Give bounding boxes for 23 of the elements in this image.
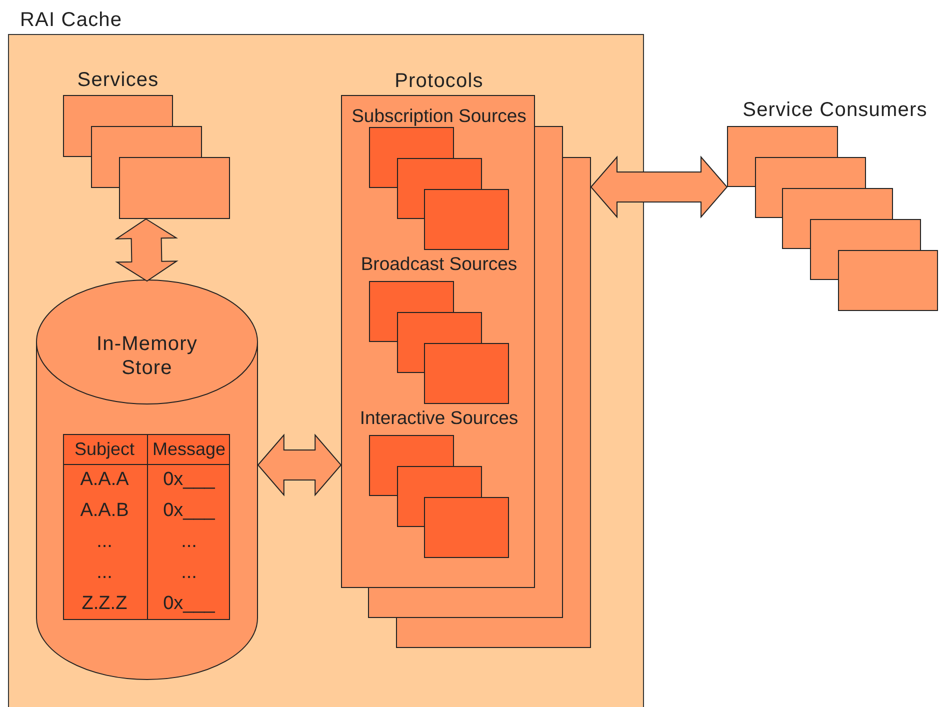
double-arrow bbox=[257, 434, 342, 496]
table-entry: 0x___ bbox=[162, 592, 216, 616]
table-entry: 0x___ bbox=[162, 468, 216, 492]
group-heading: Protocols bbox=[394, 69, 484, 93]
table-entry: ... bbox=[96, 530, 114, 554]
table-entry: A.A.B bbox=[79, 499, 130, 523]
column-header: Subject bbox=[73, 438, 136, 461]
container-title: RAI Cache bbox=[20, 8, 124, 32]
group-heading: Service Consumers bbox=[742, 98, 928, 122]
table-entry: 0x___ bbox=[162, 499, 216, 523]
group-heading: Subscription Sources bbox=[350, 104, 528, 128]
table-entry: ... bbox=[180, 561, 198, 585]
table-entry: ... bbox=[180, 530, 198, 554]
store-label: In-Memory Store bbox=[96, 332, 198, 380]
column-header: Message bbox=[151, 438, 227, 461]
group-heading: Services bbox=[76, 68, 160, 92]
double-arrow bbox=[114, 218, 178, 282]
group-heading: Broadcast Sources bbox=[360, 252, 518, 276]
table-entry: A.A.A bbox=[79, 468, 130, 492]
table-entry: Z.Z.Z bbox=[80, 592, 128, 616]
double-arrow bbox=[590, 156, 728, 218]
table-entry: ... bbox=[96, 561, 114, 585]
group-heading: Interactive Sources bbox=[358, 406, 520, 430]
